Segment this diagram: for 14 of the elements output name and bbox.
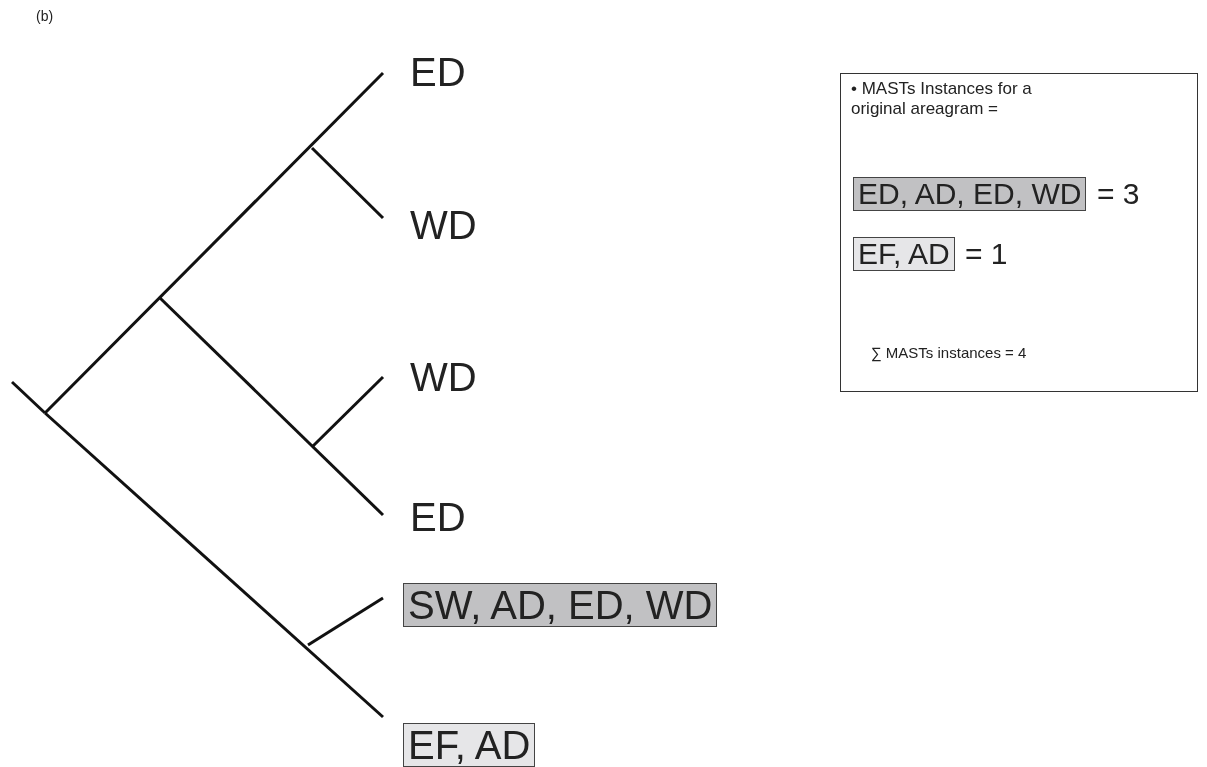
legend-panel xyxy=(840,73,1198,392)
leaf-label: ED xyxy=(410,497,466,537)
panel-letter: (b) xyxy=(36,8,54,24)
leaf-label: ED xyxy=(410,52,466,92)
panel-text: • MASTs Instances for a original areagram = xyxy=(851,79,1033,119)
highlight-box: EF, AD xyxy=(853,237,955,271)
highlight-box: ED, AD, ED, WD xyxy=(853,177,1087,211)
highlight-box: EF, AD xyxy=(403,723,536,767)
highlight-box: SW, AD, ED, WD xyxy=(403,583,718,627)
count-label: = 1 xyxy=(965,239,1008,269)
panel-text: ∑ MASTs instances = 4 xyxy=(871,344,1027,362)
count-label: = 3 xyxy=(1097,179,1140,209)
leaf-label: WD xyxy=(410,205,477,245)
leaf-label: WD xyxy=(410,357,477,397)
